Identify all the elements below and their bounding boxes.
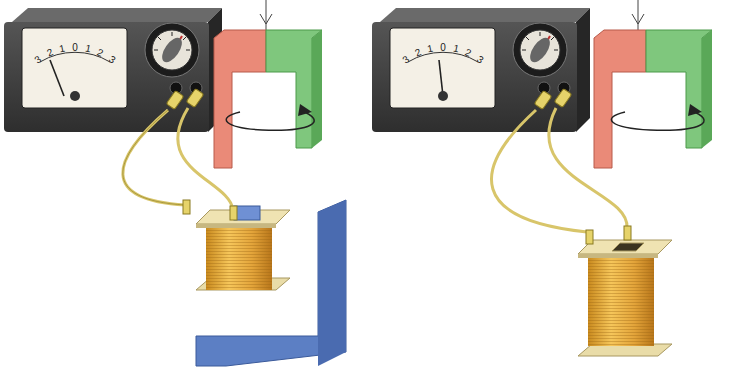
coil-winding [588, 252, 654, 346]
suspension-thread [638, 0, 639, 34]
thread-knot [632, 14, 644, 24]
plug [554, 89, 571, 108]
scale-number: 1 [58, 44, 65, 55]
plug [186, 89, 203, 108]
meter-face [390, 28, 495, 108]
coil-terminal [230, 206, 237, 220]
needle-pivot [438, 91, 448, 101]
coil-hollow [612, 243, 644, 251]
iron-core-side [318, 200, 346, 366]
wire [123, 110, 185, 205]
magnet-north [594, 30, 646, 168]
scale-number: 1 [426, 44, 433, 55]
left-panel [4, 0, 346, 366]
thread-knot [260, 14, 272, 24]
suspension-thread [266, 0, 267, 34]
range-dial [513, 23, 567, 77]
wire [492, 110, 587, 232]
coil-terminal [183, 200, 190, 214]
right-panel [372, 0, 712, 356]
arrow-head [688, 104, 702, 116]
coil-winding [206, 222, 272, 290]
meter-top [12, 8, 222, 22]
scale-number: 0 [440, 43, 446, 53]
meter-needle [439, 60, 443, 96]
wire [549, 108, 627, 228]
coil-terminal [624, 226, 631, 240]
meter-body [372, 22, 577, 132]
meter-top [380, 8, 590, 22]
coil-winding-lines [206, 222, 272, 290]
wire-edge [123, 110, 185, 205]
arrow-head [298, 104, 312, 116]
magnet-side [312, 30, 322, 148]
dial-knob [526, 35, 554, 66]
magnet-side [702, 30, 712, 148]
meter-side [576, 8, 590, 132]
needle-pivot [70, 91, 80, 101]
plug [166, 91, 183, 110]
dial-face [520, 30, 560, 70]
meter-face [22, 28, 127, 108]
dial-knob [158, 35, 186, 66]
core-top [234, 206, 260, 220]
meter-needle [50, 60, 64, 96]
plate-edge [196, 224, 276, 228]
coil-winding-lines [588, 252, 654, 346]
magnet-north [214, 30, 266, 168]
plate-edge [578, 254, 658, 258]
meter-body [4, 22, 209, 132]
plug [534, 91, 551, 110]
iron-core [196, 200, 346, 366]
scale-number: 0 [72, 43, 78, 53]
range-dial [145, 23, 199, 77]
dial-face [152, 30, 192, 70]
coil-terminal [586, 230, 593, 244]
